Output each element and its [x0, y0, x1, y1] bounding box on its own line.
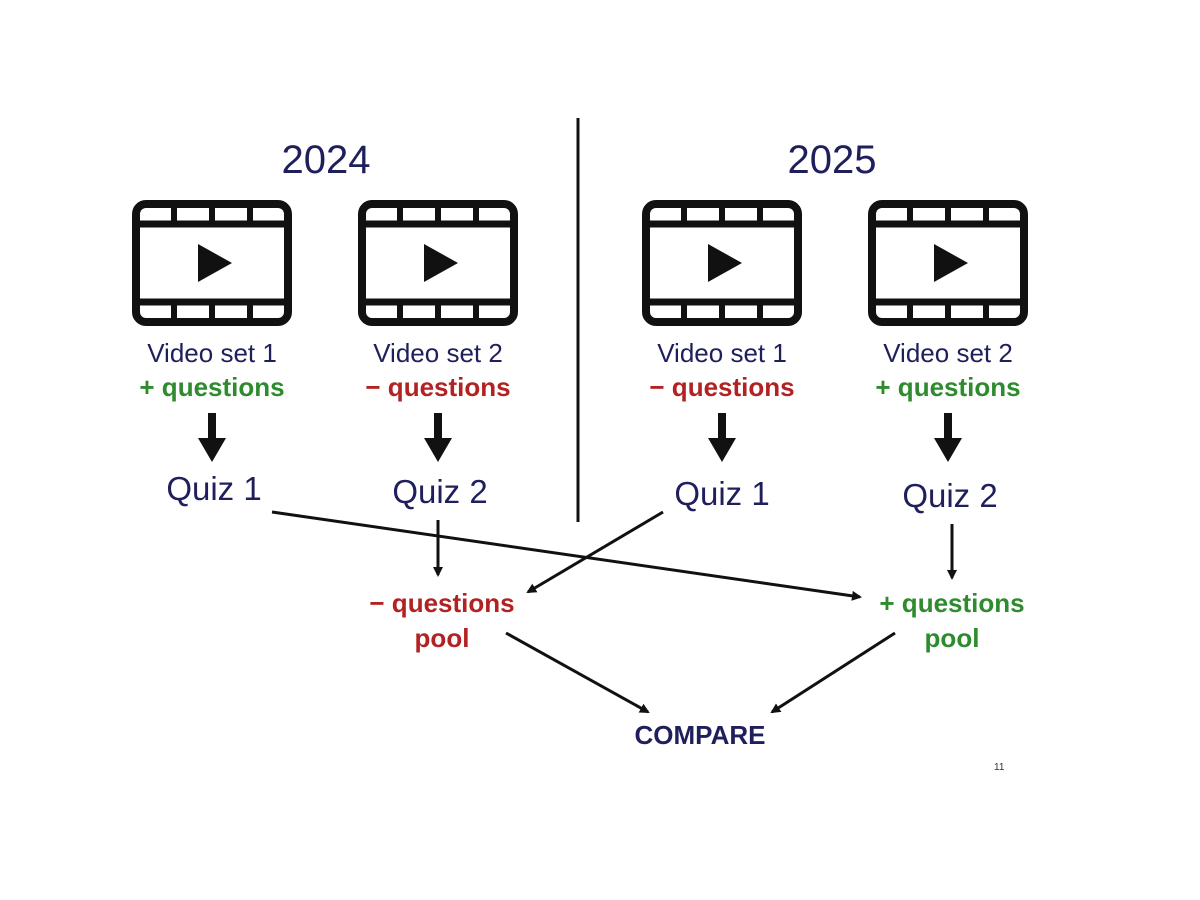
minus-pool-line2: pool	[414, 622, 470, 653]
video-film-icon	[132, 200, 292, 326]
thick-arrow-2	[424, 413, 452, 462]
arrow-minuspool-to-compare	[505, 631, 650, 714]
video-film-icon	[642, 200, 802, 326]
question-variant-1: + questions	[139, 372, 285, 402]
play-icon	[934, 244, 968, 282]
video-film-icon	[358, 200, 518, 326]
play-icon	[198, 244, 232, 282]
video-set-label-4: Video set 2	[883, 338, 1013, 368]
minus-pool-line1: − questions	[369, 588, 515, 618]
plus-pool-line1: + questions	[879, 588, 1025, 618]
quiz-2025-1: Quiz 1	[674, 475, 770, 512]
arrow-2025quiz1-to-minuspool	[526, 510, 664, 594]
play-icon	[424, 244, 458, 282]
year-2024-heading: 2024	[281, 138, 371, 182]
quiz-2025-2: Quiz 2	[902, 477, 998, 514]
question-variant-3: − questions	[649, 372, 795, 402]
thick-arrow-1	[198, 413, 226, 462]
plus-pool-line2: pool	[924, 622, 980, 653]
thick-arrow-3	[708, 413, 736, 462]
arrow-2024quiz1-to-pluspool	[271, 510, 862, 601]
page-number: 11	[994, 762, 1005, 773]
minus-questions-pool: − questions pool	[369, 586, 514, 655]
quiz-2024-2: Quiz 2	[392, 473, 488, 510]
arrow-pluspool-to-compare	[770, 631, 896, 714]
video-set-label-2: Video set 2	[373, 338, 503, 368]
video-set-label-1: Video set 1	[147, 338, 277, 368]
thick-arrow-4	[934, 413, 962, 462]
video-set-label-3: Video set 1	[657, 338, 787, 368]
question-variant-4: + questions	[875, 372, 1021, 402]
compare-label: COMPARE	[634, 720, 766, 750]
play-icon	[708, 244, 742, 282]
year-2025-heading: 2025	[787, 138, 877, 182]
video-film-icon	[868, 200, 1028, 326]
quiz-2024-1: Quiz 1	[166, 470, 262, 507]
plus-questions-pool: + questions pool	[879, 586, 1024, 655]
question-variant-2: − questions	[365, 372, 511, 402]
